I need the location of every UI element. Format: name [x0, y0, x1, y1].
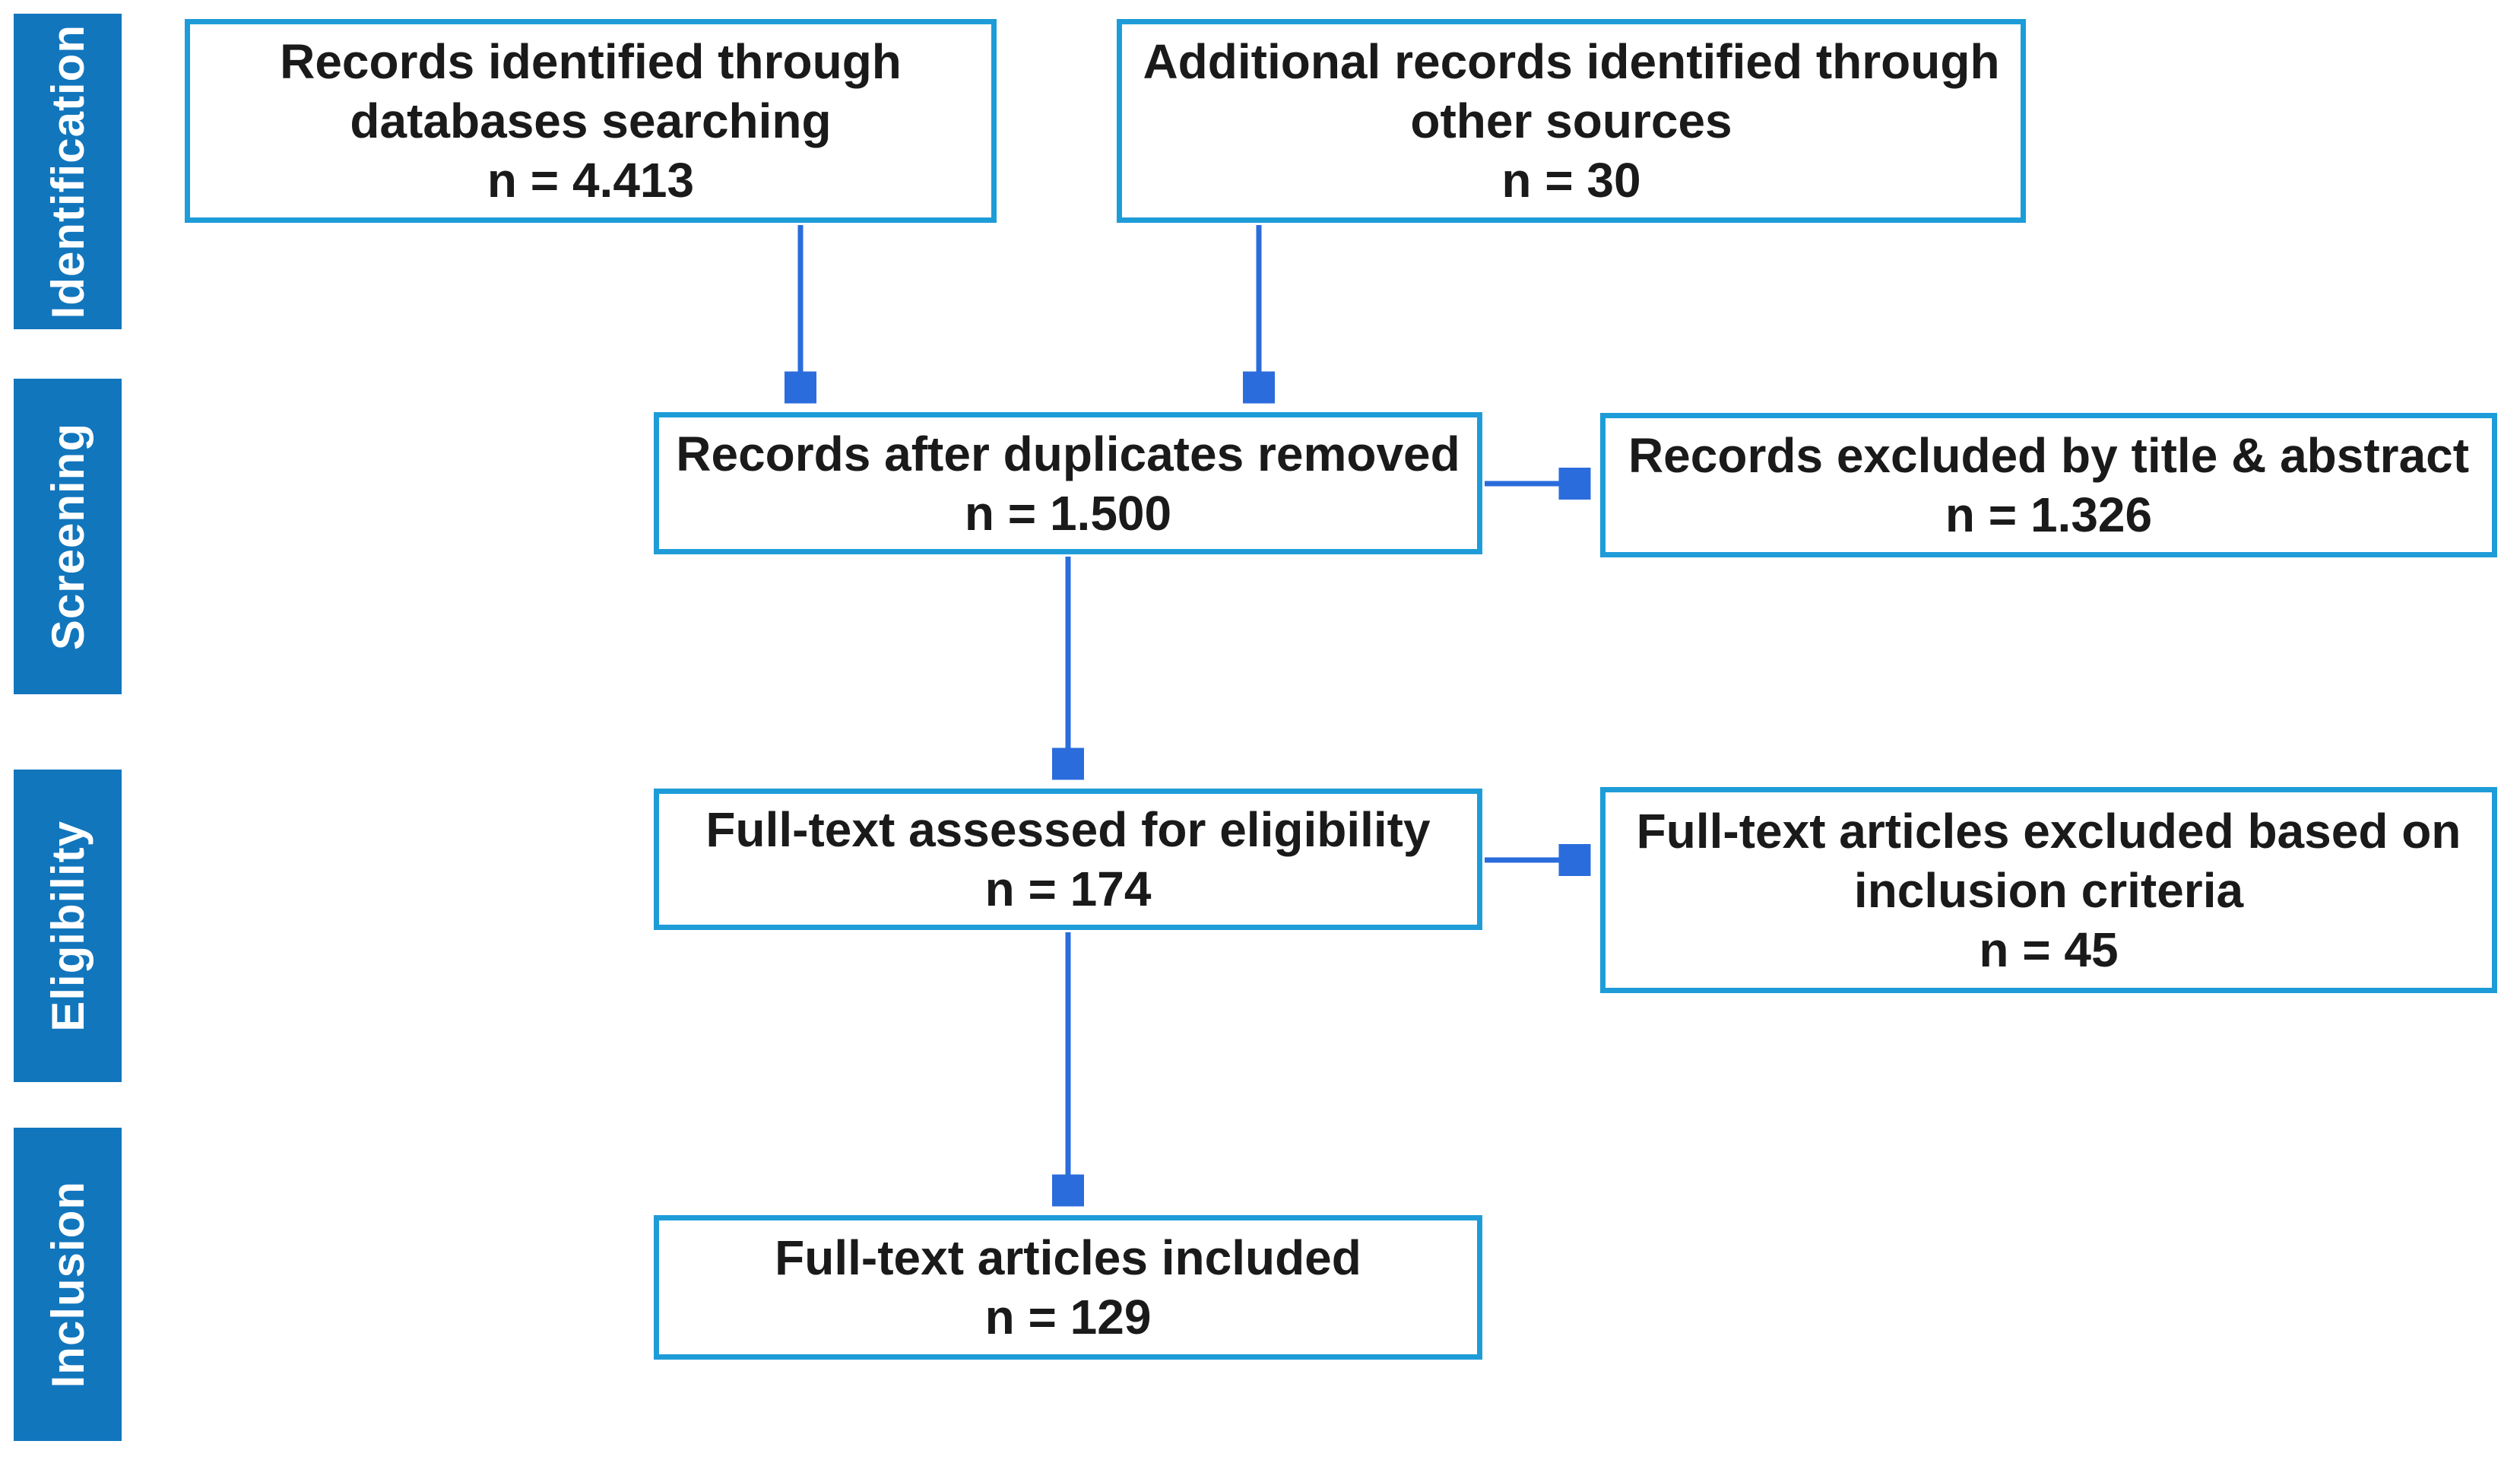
- box-line: Records after duplicates removed: [676, 426, 1460, 481]
- stage-label-eligibility: Eligibility: [42, 820, 94, 1032]
- box-line: Additional records identified through: [1143, 34, 2000, 89]
- stage-label-identification: Identification: [42, 24, 94, 319]
- box-line: Records excluded by title & abstract: [1628, 428, 2470, 483]
- box-count: n = 129: [984, 1290, 1152, 1344]
- stage-bar-eligibility: Eligibility: [14, 770, 122, 1082]
- box-fulltext-included: Full-text articles included n = 129: [654, 1215, 1482, 1360]
- stage-bar-inclusion: Inclusion: [14, 1128, 122, 1441]
- box-line: Records identified through: [280, 34, 902, 89]
- box-duplicates-removed: Records after duplicates removed n = 1.5…: [654, 412, 1482, 554]
- box-line: Full-text assessed for eligibility: [705, 802, 1431, 857]
- stage-label-inclusion: Inclusion: [42, 1180, 94, 1389]
- box-count: n = 174: [984, 862, 1152, 916]
- box-count: n = 30: [1501, 153, 1641, 208]
- box-line: Full-text articles excluded based on: [1636, 803, 2461, 859]
- box-line: inclusion criteria: [1853, 862, 2244, 918]
- box-line: Full-text articles included: [775, 1230, 1361, 1285]
- stage-bar-screening: Screening: [14, 379, 122, 694]
- stage-bar-identification: Identification: [14, 14, 122, 329]
- box-count: n = 1.326: [1945, 487, 2153, 542]
- box-count: n = 1.500: [964, 485, 1172, 541]
- box-fulltext-excluded: Full-text articles excluded based on inc…: [1600, 787, 2497, 993]
- box-count: n = 45: [1979, 922, 2119, 977]
- box-fulltext-assessed: Full-text assessed for eligibility n = 1…: [654, 789, 1482, 930]
- box-line: other sources: [1410, 94, 1732, 148]
- box-additional-records: Additional records identified through ot…: [1117, 19, 2026, 223]
- box-records-identified: Records identified through databases sea…: [185, 19, 997, 223]
- box-line: databases searching: [350, 94, 832, 148]
- stage-label-screening: Screening: [42, 422, 94, 651]
- box-count: n = 4.413: [487, 153, 695, 208]
- box-excluded-title-abstract: Records excluded by title & abstract n =…: [1600, 413, 2497, 557]
